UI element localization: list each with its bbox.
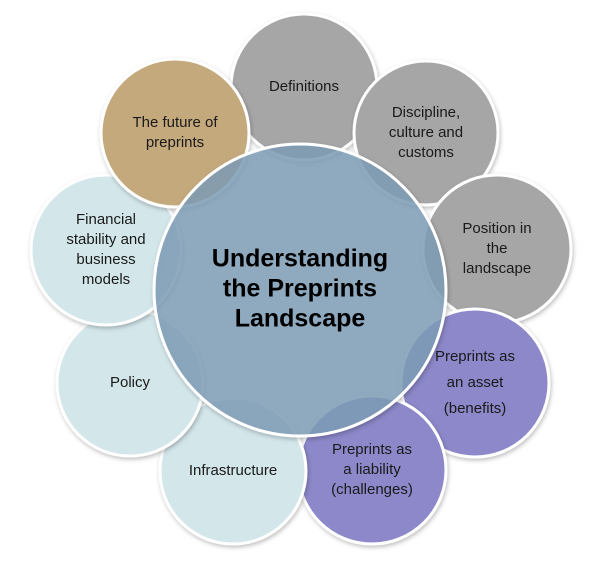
center-circle xyxy=(152,142,448,438)
topic-label-liability-line: (challenges) xyxy=(331,481,413,498)
topic-label-discipline-line: Discipline, xyxy=(392,104,460,121)
topic-circle-future xyxy=(99,57,251,209)
topic-label-liability-line: a liability xyxy=(343,461,401,478)
center-title-line: the Preprints xyxy=(223,275,377,303)
topic-label-liability-line: Preprints as xyxy=(332,441,412,458)
topic-label-position-line: landscape xyxy=(463,260,531,277)
topic-label-asset-line: an asset xyxy=(447,374,505,391)
topic-label-asset-line: (benefits) xyxy=(444,400,507,417)
topic-label-discipline-line: culture and xyxy=(389,124,463,141)
topic-label-infrastructure: Infrastructure xyxy=(189,462,277,479)
topic-label-definitions: Definitions xyxy=(269,78,339,95)
topic-label-asset-line: Preprints as xyxy=(435,348,515,365)
circles-layer xyxy=(29,12,573,546)
topic-label-definitions-line: Definitions xyxy=(269,78,339,95)
topic-label-financial-line: models xyxy=(82,271,130,288)
topic-label-financial: Financial stability and business models xyxy=(66,211,145,288)
topic-label-position-line: the xyxy=(487,240,508,257)
topic-label-discipline-line: customs xyxy=(398,144,454,161)
topic-label-liability: Preprints as a liability (challenges) xyxy=(331,441,413,498)
topic-label-future-line: preprints xyxy=(146,134,204,151)
topic-label-position-line: Position in xyxy=(462,220,531,237)
topic-circle-discipline xyxy=(352,59,500,207)
topic-label-future: The future of preprints xyxy=(132,114,218,151)
topic-label-financial-line: stability and xyxy=(66,231,145,248)
center-title-line: Understanding xyxy=(212,245,388,273)
center-title-line: Landscape xyxy=(235,305,366,333)
topic-label-discipline: Discipline, culture and customs xyxy=(389,104,463,161)
topic-label-position: Position in the landscape xyxy=(462,220,531,277)
topic-label-financial-line: business xyxy=(76,251,135,268)
topic-label-asset: Preprints as an asset (benefits) xyxy=(435,348,515,417)
topic-label-infrastructure-line: Infrastructure xyxy=(189,462,277,479)
topic-label-financial-line: Financial xyxy=(76,211,136,228)
topic-label-future-line: The future of xyxy=(132,114,218,131)
topic-label-policy: Policy xyxy=(110,374,151,391)
topic-label-policy-line: Policy xyxy=(110,374,151,391)
